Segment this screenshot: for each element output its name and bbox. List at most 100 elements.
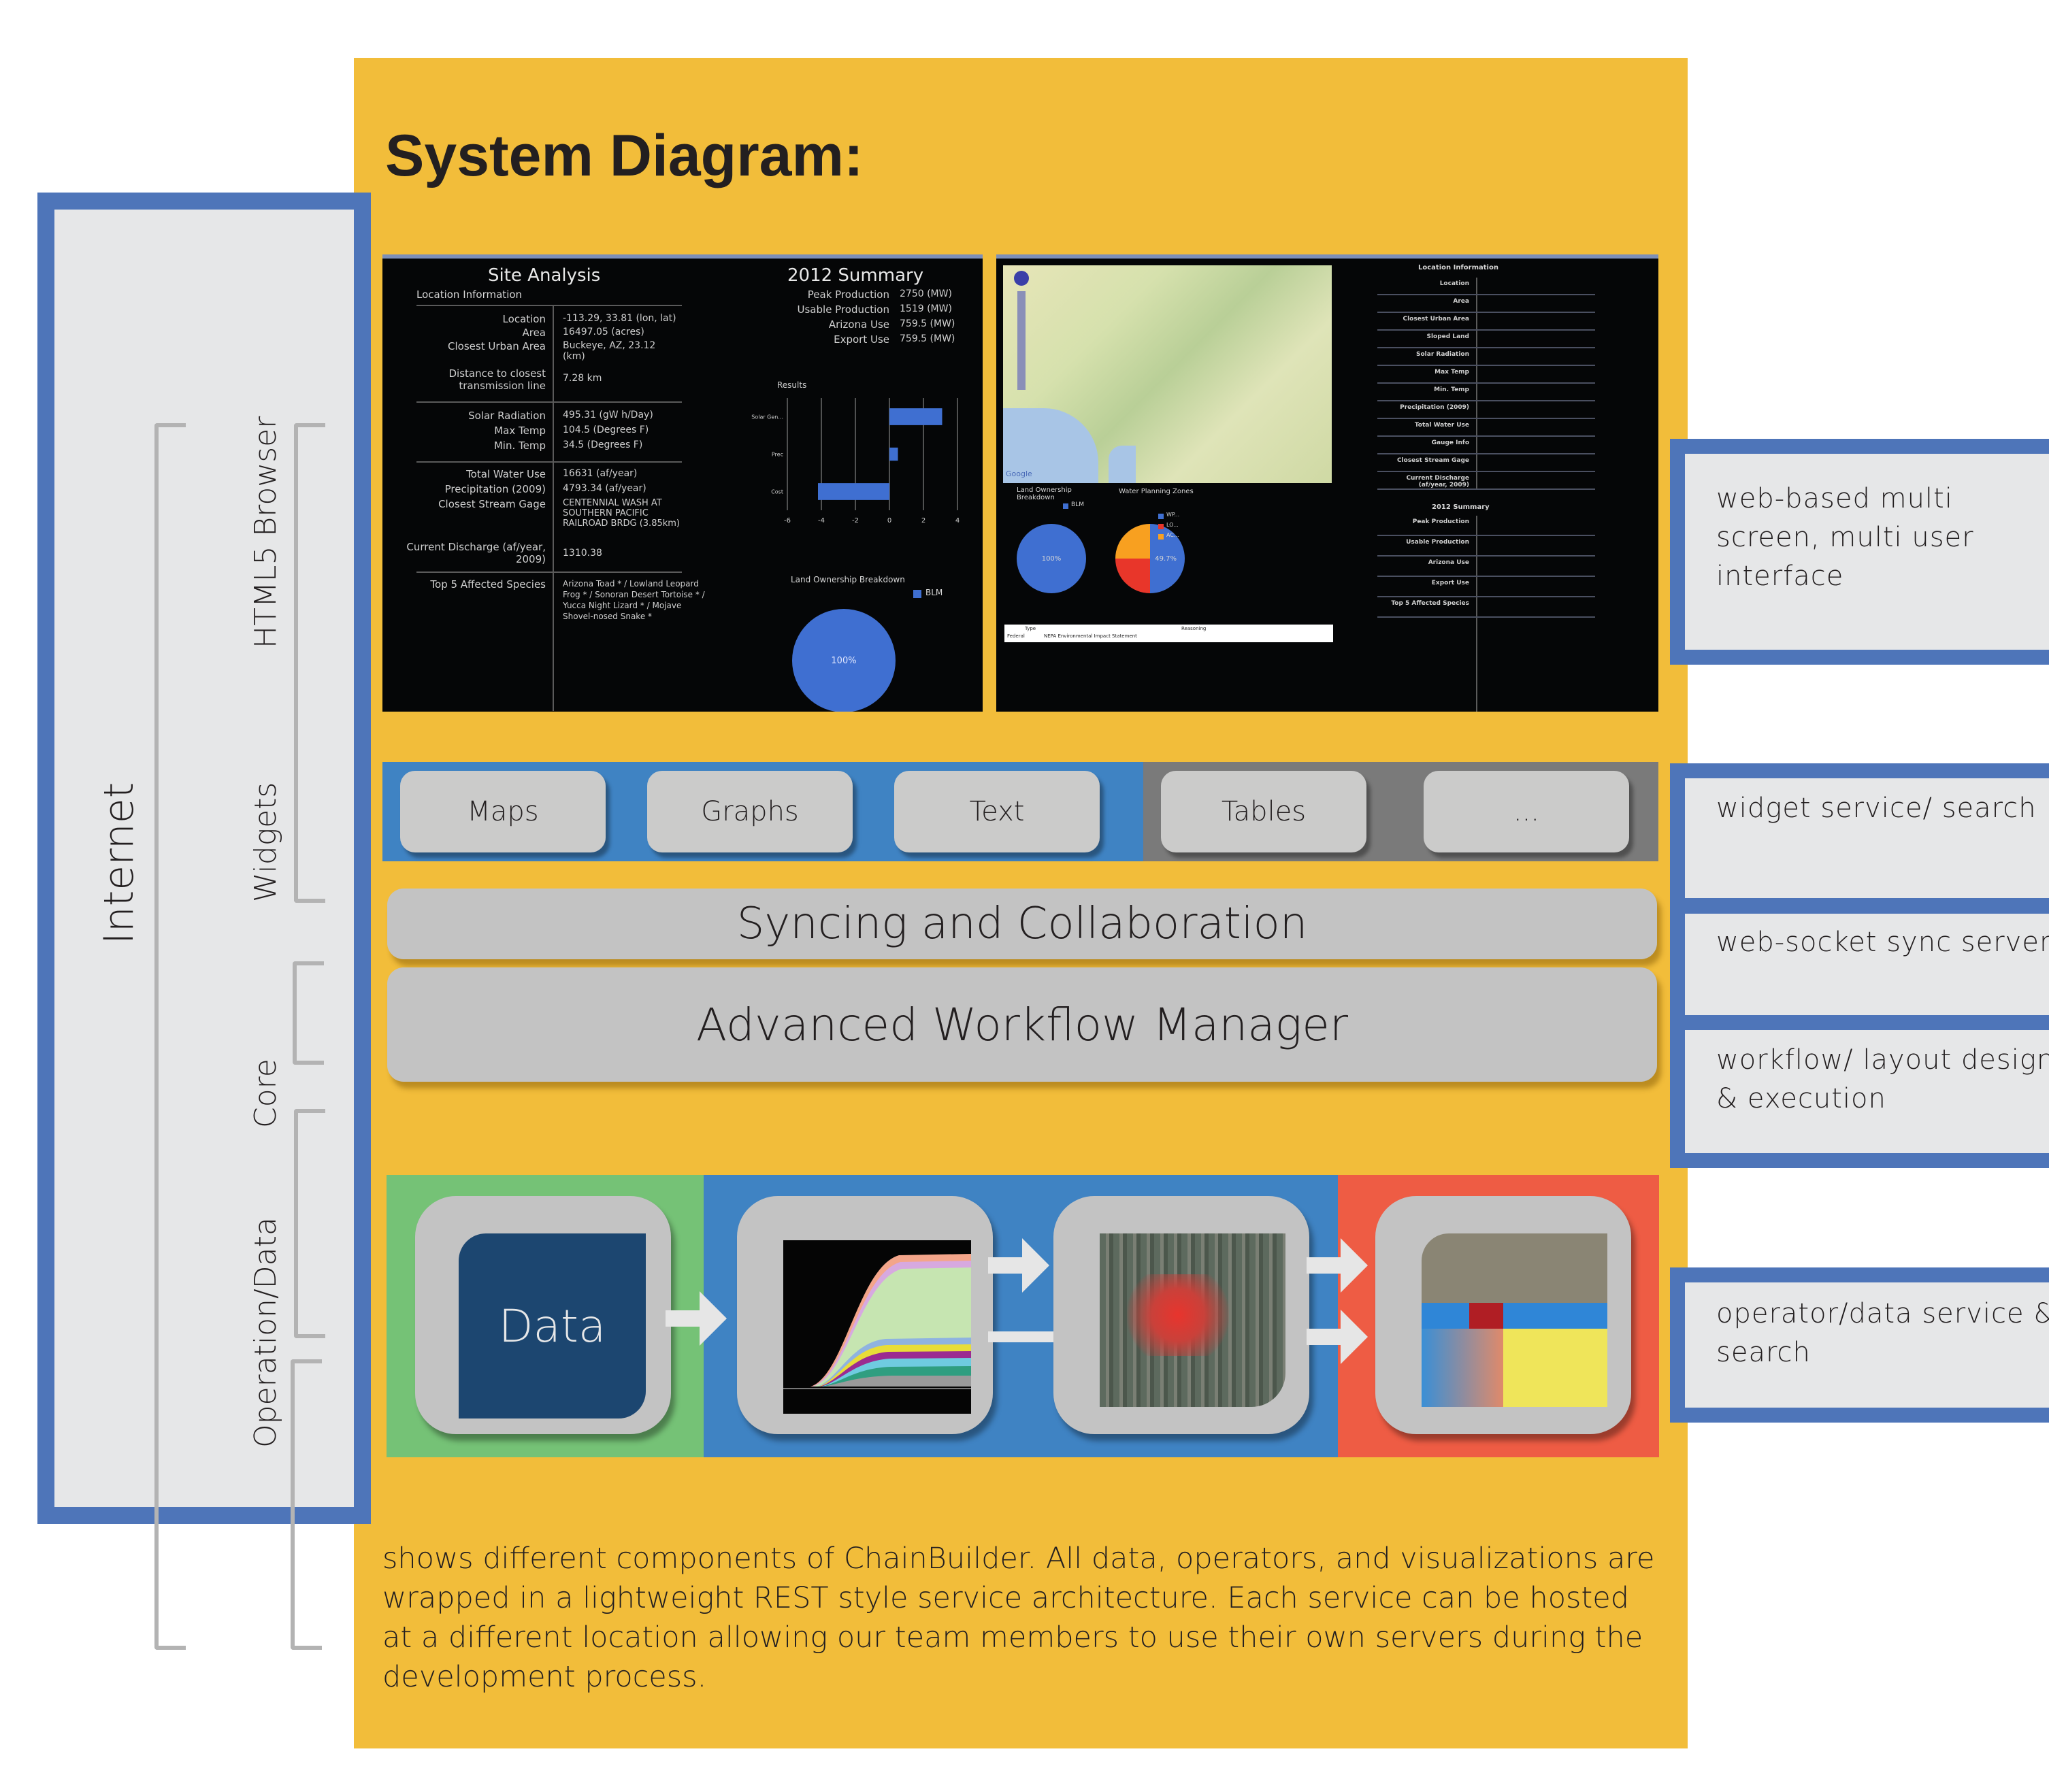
row-label: Top 5 Affected Species — [430, 578, 546, 591]
summary-title: 2012 Summary — [1432, 503, 1490, 511]
info-row-label: Total Water Use — [1414, 422, 1469, 429]
land-ownership-pie: 100% — [792, 609, 896, 712]
bar — [889, 408, 942, 425]
x-tick-label: 2 — [921, 517, 925, 525]
bar — [818, 483, 889, 500]
divider — [1377, 535, 1595, 536]
table-header: Type — [1025, 626, 1036, 631]
widget-maps-button[interactable]: Maps — [400, 771, 606, 852]
map-zoom-slider[interactable] — [1017, 291, 1026, 390]
legend-swatch — [1158, 534, 1164, 540]
info-title: Location Information — [1418, 264, 1498, 271]
info-row-label: Export Use — [1431, 580, 1469, 586]
operator-map-card[interactable] — [1053, 1196, 1309, 1434]
legend-swatch — [1158, 514, 1164, 519]
area-band — [824, 1376, 971, 1387]
water-planning-pie: 49.7% — [1115, 524, 1185, 593]
parcel — [1503, 1329, 1607, 1407]
row-label: Total Water Use — [466, 468, 546, 480]
row-label: Solar Radiation — [468, 410, 546, 422]
gulf-area — [1109, 446, 1136, 483]
chart-title: Results — [777, 380, 806, 390]
row-value: 104.5 (Degrees F) — [563, 425, 649, 435]
summary-label: Arizona Use — [828, 318, 889, 331]
row-label: Current Discharge (af/year, 2009) — [406, 541, 546, 565]
divider — [1377, 329, 1595, 331]
row-value: -113.29, 33.81 (lon, lat) — [563, 313, 676, 324]
diagram-caption: shows different components of ChainBuild… — [382, 1542, 1655, 1694]
x-tick-label: -4 — [818, 517, 825, 525]
arrow-right-icon — [666, 1291, 727, 1346]
arrow-right-icon — [1307, 1238, 1368, 1293]
row-label: Closest Stream Gage — [438, 498, 546, 510]
divider — [1377, 418, 1595, 419]
divider — [1476, 516, 1477, 712]
info-row-label: Sloped Land — [1426, 333, 1469, 340]
html5-bracket — [294, 423, 325, 903]
map-area[interactable]: Google — [1003, 265, 1332, 483]
visualization-card[interactable] — [1375, 1196, 1631, 1434]
row-value: 1310.38 — [563, 548, 602, 559]
divider — [416, 461, 682, 463]
row-value: 34.5 (Degrees F) — [563, 439, 643, 450]
map-pan-control-icon[interactable] — [1014, 271, 1029, 286]
row-label: Area — [522, 327, 546, 339]
info-row-label: Max Temp — [1435, 369, 1469, 376]
x-tick-label: -2 — [852, 517, 859, 525]
divider — [1377, 453, 1595, 454]
info-row-label: Area — [1453, 298, 1469, 305]
widget-tables-button[interactable]: Tables — [1161, 771, 1366, 852]
widget-more-button[interactable]: ... — [1424, 771, 1629, 852]
legend-swatch — [1063, 503, 1068, 509]
operation-bracket — [291, 1359, 322, 1650]
row-label: Min. Temp — [493, 439, 546, 452]
row-value: Buckeye, AZ, 23.12 (km) — [563, 340, 656, 362]
stacked-area-thumbnail — [783, 1240, 971, 1414]
internet-label: Internet — [95, 782, 143, 944]
core-label: Core — [248, 1059, 283, 1128]
summary-value: 759.5 (MW) — [900, 333, 955, 344]
info-row-label: Arizona Use — [1428, 559, 1469, 566]
widget-text-button[interactable]: Text — [894, 771, 1100, 852]
divider — [1377, 435, 1595, 437]
data-card[interactable]: Data — [415, 1196, 671, 1434]
summary-label: Usable Production — [797, 303, 889, 316]
divider — [1377, 365, 1595, 366]
label-widget-service: widget service/ search — [1670, 763, 2049, 913]
land-ownership-title: Land Ownership Breakdown — [1017, 486, 1072, 501]
info-row-label: Closest Urban Area — [1403, 316, 1469, 322]
summary-value: 759.5 (MW) — [900, 318, 955, 329]
info-row-label: Peak Production — [1412, 518, 1469, 525]
pie-label: 100% — [1041, 554, 1062, 563]
arrow-right-icon — [988, 1238, 1049, 1293]
site-analysis-title: Site Analysis — [488, 265, 601, 286]
land-ownership-title: Land Ownership Breakdown — [791, 575, 905, 584]
workflow-manager-bar[interactable]: Advanced Workflow Manager — [387, 967, 1657, 1082]
label-web-interface: web-based multi screen, multi user inter… — [1670, 439, 2049, 665]
operation-data-label: Operation/Data — [248, 1217, 283, 1448]
summary-label: Export Use — [834, 333, 889, 346]
operator-chart-card[interactable] — [737, 1196, 993, 1434]
divider — [1377, 347, 1595, 348]
land-use-thumbnail — [1422, 1233, 1607, 1407]
land-ownership-pie: 100% — [1017, 524, 1086, 593]
table-cell: Federal — [1007, 633, 1025, 639]
info-row-label: Gauge Info — [1431, 439, 1469, 446]
x-tick-label: 4 — [955, 517, 960, 525]
land-legend-label: BLM — [925, 588, 943, 597]
x-tick-label: -6 — [784, 517, 791, 525]
row-value: 16631 (af/year) — [563, 468, 638, 479]
divider — [1377, 555, 1595, 557]
category-label: Prec — [772, 452, 783, 458]
parcel — [1469, 1303, 1503, 1329]
divider — [1377, 312, 1595, 313]
pie-label: 49.7% — [1155, 554, 1177, 563]
data-label: Data — [498, 1299, 606, 1353]
syncing-collaboration-bar[interactable]: Syncing and Collaboration — [387, 889, 1657, 959]
divider — [1377, 576, 1595, 577]
info-row-label: Usable Production — [1406, 539, 1469, 546]
widget-graphs-button[interactable]: Graphs — [647, 771, 853, 852]
row-label: Distance to closest transmission line — [448, 367, 546, 392]
row-value: CENTENNIAL WASH AT SOUTHERN PACIFIC RAIL… — [563, 498, 680, 529]
